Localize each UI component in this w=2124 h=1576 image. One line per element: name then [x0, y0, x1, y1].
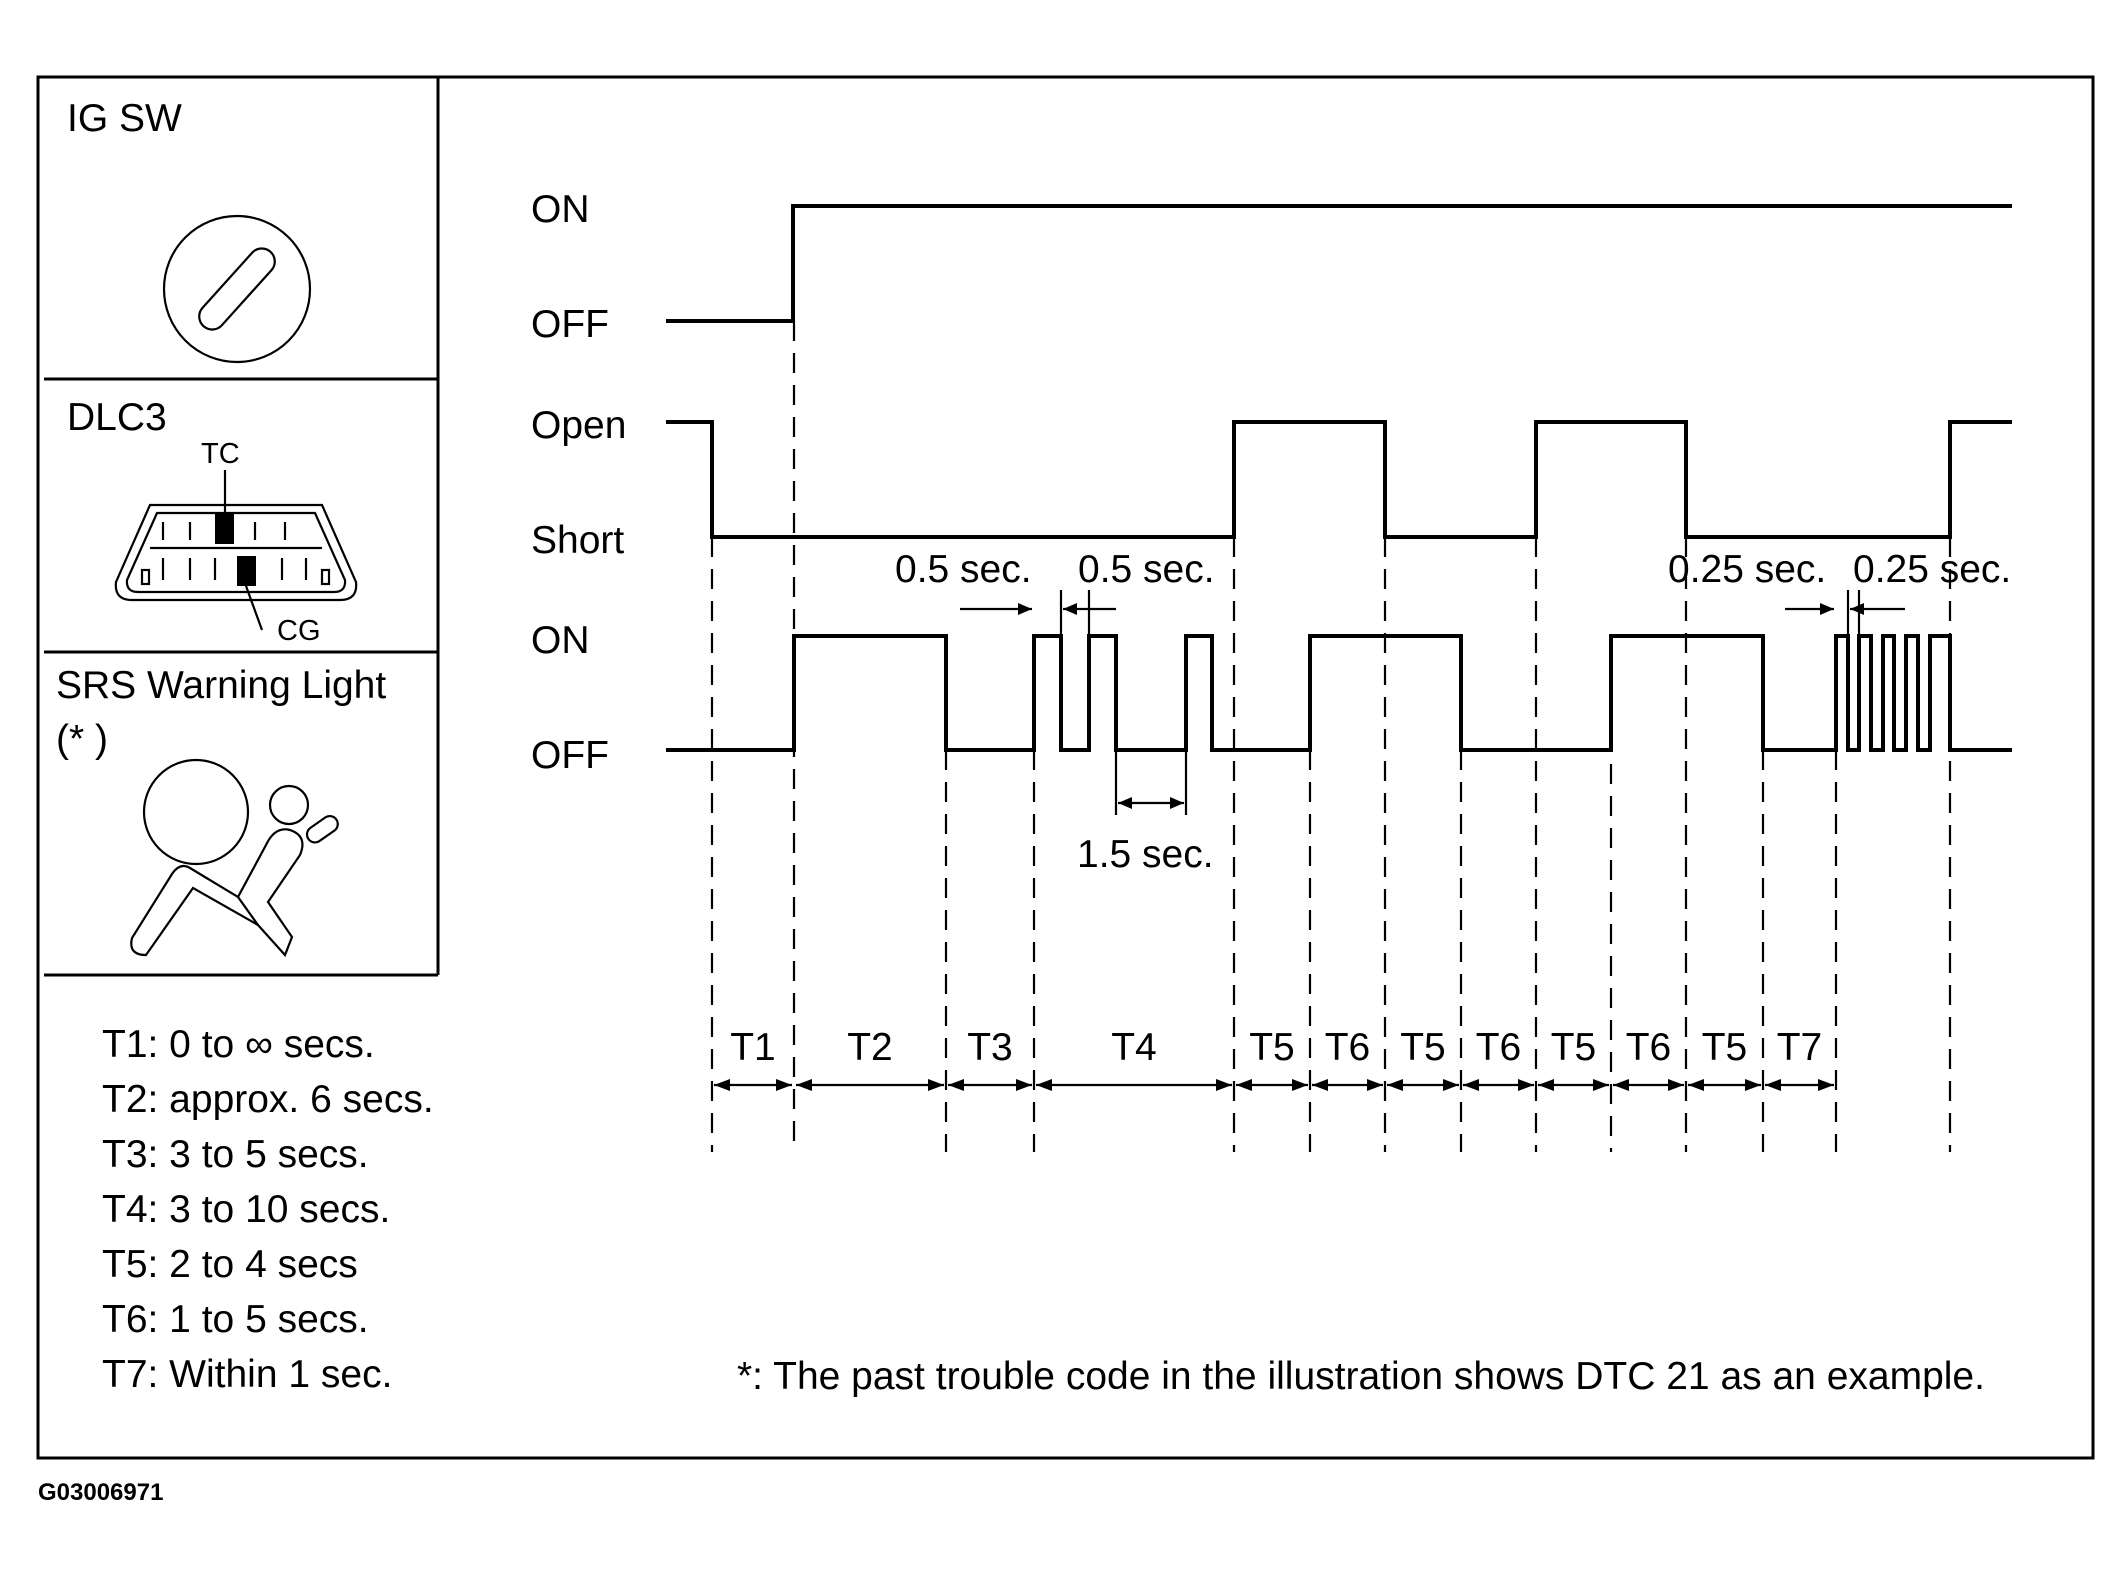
dlc-open-label: Open [531, 404, 626, 447]
segment-labels: T1 T2 T3 T4 T5 T6 T5 T6 T5 T6 T5 T7 [730, 1026, 1822, 1069]
legend-item: T4: 3 to 10 secs. [102, 1188, 390, 1231]
tc-label: TC [201, 438, 240, 470]
legend-item: T5: 2 to 4 secs [102, 1243, 358, 1286]
pulse-b-duration: 0.5 sec. [1078, 548, 1215, 591]
ig-on-label: ON [531, 188, 590, 231]
segment-arrow [948, 1079, 1032, 1091]
fast-a-duration: 0.25 sec. [1668, 548, 1826, 591]
segment-arrow [1765, 1079, 1834, 1091]
srs-warning-waveform [666, 634, 2012, 752]
segment-label: T5 [1400, 1026, 1446, 1069]
segment-arrows [714, 1079, 1834, 1091]
segment-label: T2 [847, 1026, 893, 1069]
srs-off-label: OFF [531, 734, 609, 777]
gap-arrow [1114, 752, 1188, 815]
srs-title: SRS Warning Light [56, 664, 386, 707]
dlc3-connector-icon [114, 470, 358, 631]
segment-arrow [1688, 1079, 1761, 1091]
reference-lines [710, 321, 1952, 1152]
dlc3-waveform [666, 420, 2012, 539]
segment-arrow [1387, 1079, 1459, 1091]
segment-arrow [796, 1079, 944, 1091]
segment-label: T4 [1111, 1026, 1157, 1069]
segment-label: T6 [1476, 1026, 1522, 1069]
segment-label: T5 [1551, 1026, 1597, 1069]
dlc-short-label: Short [531, 519, 624, 562]
segment-arrow [1312, 1079, 1383, 1091]
legend-item: T3: 3 to 5 secs. [102, 1133, 369, 1176]
pulse-width-arrows [960, 590, 1905, 636]
segment-label: T5 [1249, 1026, 1295, 1069]
ignition-switch-icon [162, 214, 312, 364]
segment-label: T3 [967, 1026, 1013, 1069]
cg-label: CG [277, 615, 321, 647]
segment-arrow [714, 1079, 792, 1091]
legend-item: T2: approx. 6 secs. [102, 1078, 434, 1121]
segment-arrow [1538, 1079, 1609, 1091]
segment-label: T7 [1777, 1026, 1823, 1069]
legend-item: T7: Within 1 sec. [102, 1353, 392, 1396]
footnote: *: The past trouble code in the illustra… [737, 1355, 1985, 1398]
segment-label: T6 [1325, 1026, 1371, 1069]
srs-note-marker: (* ) [56, 718, 108, 761]
dlc3-title: DLC3 [67, 396, 167, 439]
segment-arrow [1613, 1079, 1684, 1091]
airbag-warning-icon [130, 758, 339, 958]
legend-item: T1: 0 to ∞ secs. [102, 1023, 375, 1066]
figure-id: G03006971 [38, 1479, 163, 1506]
pulse-a-duration: 0.5 sec. [895, 548, 1032, 591]
segment-label: T6 [1626, 1026, 1672, 1069]
segment-arrow [1036, 1079, 1232, 1091]
gap-duration: 1.5 sec. [1077, 833, 1214, 876]
fast-b-duration: 0.25 sec. [1853, 548, 2011, 591]
outer-frame [36, 75, 2095, 1460]
legend: T1: 0 to ∞ secs. T2: approx. 6 secs. T3:… [102, 1023, 434, 1396]
segment-arrow [1236, 1079, 1308, 1091]
ig-sw-title: IG SW [67, 97, 182, 140]
segment-label: T1 [730, 1026, 776, 1069]
segment-arrow [1463, 1079, 1534, 1091]
segment-label: T5 [1702, 1026, 1748, 1069]
legend-item: T6: 1 to 5 secs. [102, 1298, 369, 1341]
srs-on-label: ON [531, 619, 590, 662]
ig-sw-waveform [666, 204, 2012, 323]
ig-off-label: OFF [531, 303, 609, 346]
